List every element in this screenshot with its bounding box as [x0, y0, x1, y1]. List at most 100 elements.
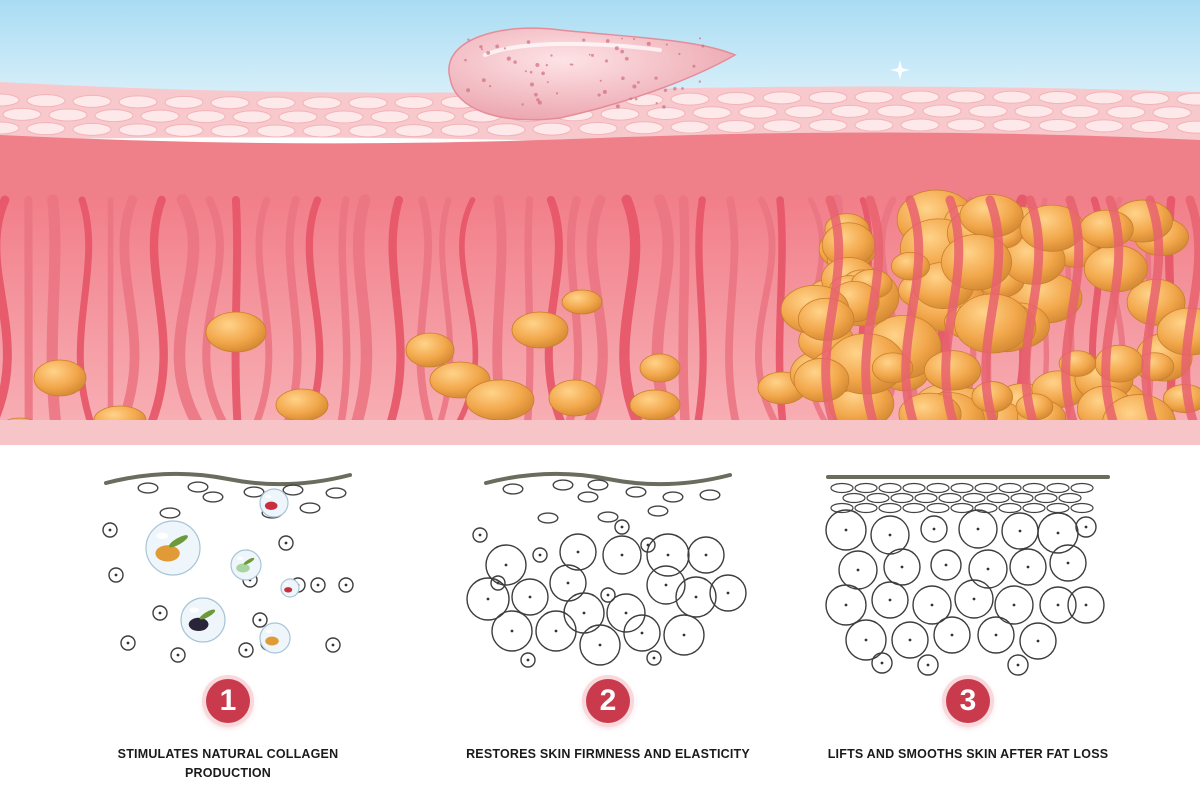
cell-nucleus — [694, 595, 698, 599]
step-2-panel: 2 RESTORES SKIN FIRMNESS AND ELASTICITY — [458, 455, 758, 795]
round-cell — [663, 614, 705, 656]
cell-nucleus — [944, 563, 948, 567]
step-2-caption: RESTORES SKIN FIRMNESS AND ELASTICITY — [466, 747, 750, 761]
step-1-caption: STIMULATES NATURAL COLLAGEN PRODUCTION — [117, 747, 339, 780]
epidermis-cell — [1130, 119, 1170, 133]
oval-cell — [187, 481, 209, 493]
epidermis-cell — [416, 109, 456, 123]
epidermis-cell — [992, 90, 1032, 104]
cell-nucleus — [856, 568, 860, 572]
cell-nucleus — [126, 641, 130, 645]
glitter-speck — [545, 63, 549, 67]
step-3-number-badge: 3 — [946, 679, 990, 723]
cell-nucleus — [1018, 529, 1022, 533]
epidermis-cell — [716, 91, 756, 105]
cell-nucleus — [666, 553, 670, 557]
glitter-speck — [701, 44, 705, 48]
epidermis-cell — [1038, 118, 1078, 132]
round-cell — [170, 647, 186, 663]
glitter-speck — [681, 87, 684, 90]
collagen-fiber — [336, 196, 351, 434]
glitter-speck — [555, 92, 559, 95]
glitter-speck — [479, 45, 483, 49]
epidermis-cell — [278, 110, 318, 124]
glitter-speck — [466, 88, 471, 93]
oval-cell — [974, 482, 998, 494]
round-cell — [883, 548, 921, 586]
epidermis-cell — [762, 91, 802, 105]
oval-cell — [830, 502, 854, 514]
collagen-fiber — [619, 194, 647, 436]
collagen-fiber — [1061, 195, 1085, 445]
glitter-speck — [620, 49, 625, 54]
cell-nucleus — [986, 567, 990, 571]
oval-cell — [1046, 502, 1070, 514]
oval-cell — [282, 484, 304, 496]
round-cell — [825, 509, 867, 551]
glitter-speck — [495, 44, 500, 49]
cell-nucleus — [926, 663, 930, 667]
glitter-speck — [486, 51, 491, 55]
glitter-speck — [503, 47, 507, 50]
epidermis-cell — [394, 124, 434, 138]
round-cell — [600, 587, 616, 603]
oval-cell — [998, 482, 1022, 494]
round-cell — [491, 610, 533, 652]
epidermis-cell — [854, 90, 894, 104]
glitter-speck — [529, 82, 534, 87]
glitter-speck — [524, 70, 527, 73]
epidermis-cell — [670, 120, 710, 134]
epidermis-cell — [968, 104, 1008, 118]
skin-cross-section-illustration — [0, 0, 1200, 445]
fat-cell — [890, 252, 930, 281]
epidermis-cell — [1060, 105, 1100, 119]
collagen-fiber — [113, 195, 140, 435]
cell-nucleus — [1012, 603, 1016, 607]
oval-cell — [662, 491, 684, 503]
fat-cell — [548, 379, 602, 417]
cell-nucleus — [950, 633, 954, 637]
collagen-fiber — [0, 195, 12, 418]
collagen-fiber — [1181, 195, 1200, 445]
cell-nucleus — [1056, 603, 1060, 607]
round-cell — [1039, 586, 1077, 624]
epidermis-cell — [72, 94, 112, 108]
round-cell — [687, 536, 725, 574]
glitter-speck — [529, 70, 533, 74]
cell-nucleus — [284, 541, 288, 545]
round-cell — [646, 565, 686, 605]
fat-cell — [405, 332, 455, 368]
cell-nucleus — [640, 631, 644, 635]
epidermis-cell — [72, 122, 112, 136]
oval-cell — [890, 492, 914, 504]
cell-nucleus — [932, 527, 936, 531]
glitter-speck — [550, 54, 553, 57]
oval-cell — [974, 502, 998, 514]
round-cell — [958, 509, 998, 549]
epidermis-cell — [1176, 92, 1200, 106]
glitter-speck — [634, 97, 638, 101]
oval-cell — [597, 511, 619, 523]
epidermis-cell — [830, 104, 870, 118]
epidermis-cell — [348, 96, 388, 110]
collagen-fiber — [678, 195, 691, 435]
glitter-speck — [534, 92, 538, 97]
oval-cell — [299, 502, 321, 514]
cell-nucleus — [504, 563, 508, 567]
oval-cell — [878, 482, 902, 494]
epidermis-cell — [946, 90, 986, 104]
glitter-speck — [526, 40, 531, 44]
fat-cell — [33, 359, 87, 397]
epidermis-cell — [164, 95, 204, 109]
cell-nucleus — [582, 611, 586, 615]
epidermis-cell — [256, 124, 296, 138]
bubble-highlight — [284, 582, 289, 586]
round-cell — [640, 537, 656, 553]
round-cell — [845, 619, 887, 661]
cell-nucleus — [704, 553, 708, 557]
epidermis-cell — [232, 110, 272, 124]
cell-nucleus — [652, 656, 656, 660]
round-cell — [108, 567, 124, 583]
cell-nucleus — [114, 573, 118, 577]
cell-nucleus — [316, 583, 320, 587]
